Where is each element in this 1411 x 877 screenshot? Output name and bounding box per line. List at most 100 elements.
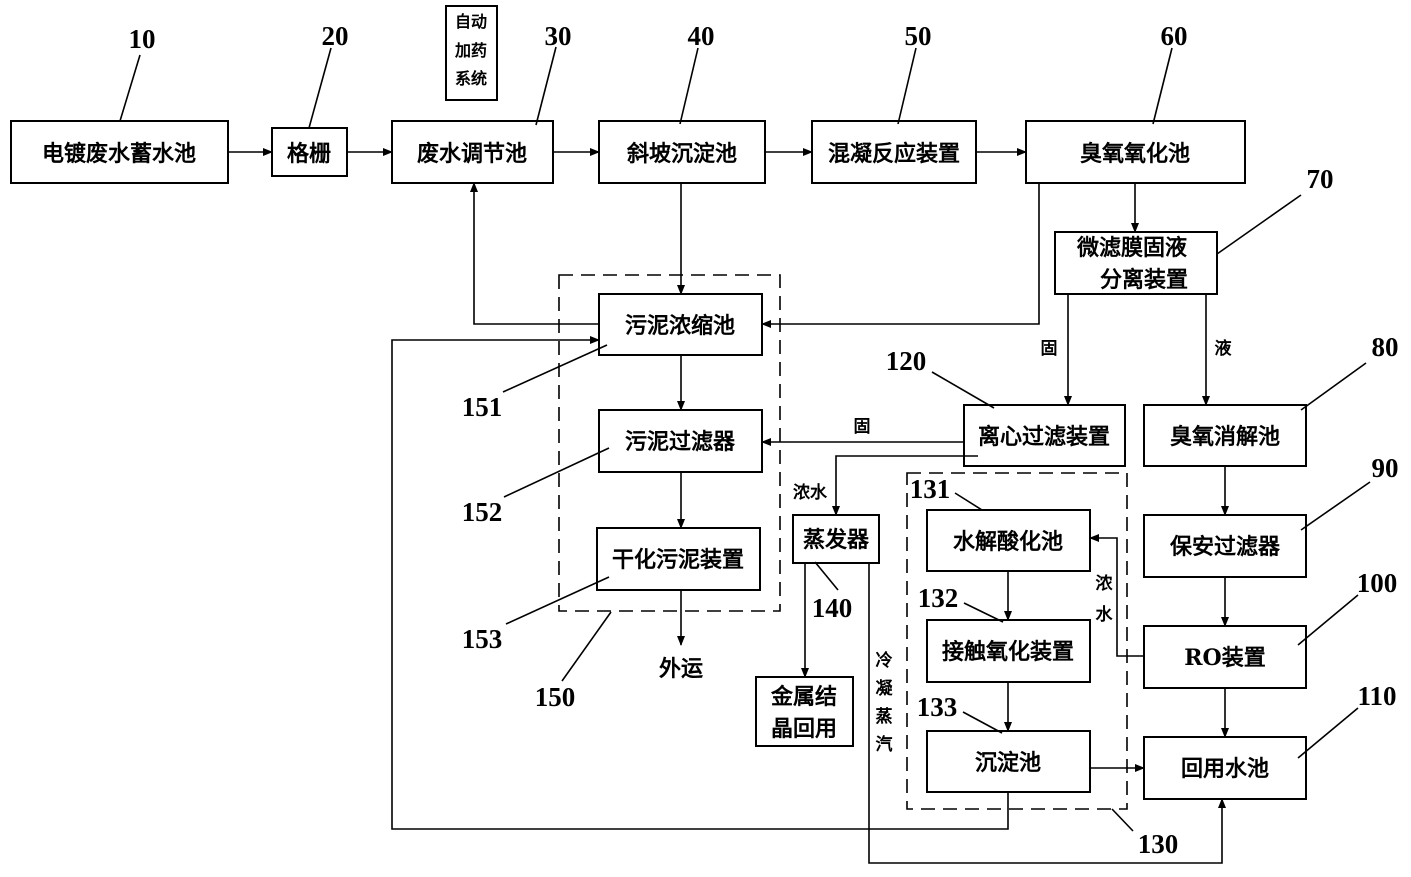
leader-line — [502, 344, 608, 393]
ozone-digestion-tank: 臭氧消解池 — [1143, 404, 1307, 467]
ref-number-120: 120 — [886, 346, 927, 376]
sludge-filter-label: 污泥过滤器 — [625, 429, 736, 455]
wastewater-storage-tank-label: 电镀废水蓄水池 — [42, 141, 196, 167]
metal-crystal-recovery: 金属结 晶回用 — [755, 676, 854, 747]
leader-line — [963, 602, 1004, 623]
microfiltration-separator: 微滤膜固液 分离装置 — [1054, 231, 1218, 295]
ref-number-60: 60 — [1161, 21, 1188, 51]
ro-unit: RO装置 — [1143, 625, 1307, 689]
sludge-thickener-label: 污泥浓缩池 — [625, 313, 735, 339]
ref-number-90: 90 — [1372, 453, 1399, 483]
inclined-sedimentation-tank-label: 斜坡沉淀池 — [626, 141, 737, 167]
ref-number-30: 30 — [545, 21, 572, 51]
inclined-sedimentation-tank: 斜坡沉淀池 — [598, 120, 766, 184]
ref-number-150: 150 — [535, 682, 576, 712]
metal-crystal-label-1: 金属结 — [770, 684, 837, 710]
settling-tank: 沉淀池 — [926, 730, 1091, 793]
sludge-drying-unit-label: 干化污泥装置 — [612, 547, 744, 573]
leader-line — [1152, 47, 1173, 125]
ro-unit-label: RO装置 — [1184, 645, 1265, 671]
flow-arrow — [761, 183, 1040, 328]
ref-number-153: 153 — [462, 624, 503, 654]
leader-line — [931, 371, 995, 409]
auto-dosing-label-1: 自动 — [455, 12, 487, 31]
flow-arrow — [470, 182, 599, 325]
ref-number-10: 10 — [129, 24, 156, 54]
leader-line — [954, 492, 983, 511]
contact-oxidation-unit: 接触氧化装置 — [926, 619, 1091, 683]
equalization-tank-label: 废水调节池 — [417, 141, 527, 167]
flow-arrow — [832, 455, 978, 516]
hydrolysis-acidification-label: 水解酸化池 — [953, 529, 1063, 555]
equalization-tank: 废水调节池 — [391, 120, 554, 184]
settling-tank-label: 沉淀池 — [975, 750, 1041, 776]
ref-number-130: 130 — [1138, 829, 1179, 859]
security-filter: 保安过滤器 — [1143, 514, 1307, 578]
solid-label: 固 — [1041, 339, 1058, 359]
centrifugal-filter: 离心过滤装置 — [963, 404, 1126, 467]
reuse-water-tank-label: 回用水池 — [1181, 756, 1269, 782]
metal-crystal-label-2: 晶回用 — [771, 716, 837, 742]
condensed-steam-label-2: 凝 — [876, 679, 894, 699]
microfiltration-label-2: 分离装置 — [1100, 267, 1188, 293]
ref-number-152: 152 — [462, 497, 503, 527]
flow-arrow — [391, 336, 1009, 830]
security-filter-label: 保安过滤器 — [1169, 534, 1281, 560]
hydrolysis-acidification-tank: 水解酸化池 — [926, 509, 1091, 572]
concentrate-label: 浓水 — [793, 482, 828, 503]
grille: 格栅 — [271, 127, 348, 177]
condensed-steam-label-1: 冷 — [876, 650, 893, 671]
reuse-water-tank: 回用水池 — [1143, 736, 1307, 800]
leader-line — [535, 46, 557, 126]
leader-line — [308, 47, 332, 129]
sludge-treatment-group-boundary — [558, 274, 781, 612]
leader-line — [1300, 481, 1371, 531]
leader-line — [119, 54, 141, 122]
condensed-steam-label-3: 蒸 — [876, 707, 893, 727]
sludge-drying-unit: 干化污泥装置 — [596, 527, 761, 591]
condensed-steam-label-4: 汽 — [876, 734, 893, 755]
ref-number-70: 70 — [1307, 164, 1334, 194]
centrifugal-filter-label: 离心过滤装置 — [978, 424, 1110, 450]
leader-line — [505, 576, 610, 625]
evaporator-label: 蒸发器 — [803, 527, 870, 553]
leader-line — [561, 611, 612, 682]
concentrate-label-1: 浓 — [1096, 574, 1114, 594]
leader-lines — [119, 46, 1371, 832]
ozone-digestion-tank-label: 臭氧消解池 — [1170, 424, 1280, 450]
leader-line — [962, 711, 1003, 734]
auto-dosing-system: 自动 加药 系统 — [445, 5, 498, 101]
flow-lines — [228, 148, 1229, 864]
ozone-oxidation-tank-label: 臭氧氧化池 — [1080, 141, 1190, 167]
ref-number-50: 50 — [905, 21, 932, 51]
reference-numbers: 10 20 30 40 50 60 70 80 90 100 110 120 1… — [129, 21, 1399, 859]
ref-number-140: 140 — [812, 593, 853, 623]
biochemical-treatment-group-boundary — [906, 472, 1128, 810]
coagulation-reactor: 混凝反应装置 — [811, 120, 977, 184]
concentrate-label-2: 水 — [1096, 604, 1114, 625]
ref-number-20: 20 — [322, 21, 349, 51]
leader-line — [1297, 707, 1359, 759]
leader-line — [1216, 194, 1302, 255]
sludge-thickener: 污泥浓缩池 — [598, 293, 763, 356]
flow-arrow — [1089, 534, 1144, 657]
leader-line — [814, 561, 839, 591]
leader-line — [1111, 808, 1134, 832]
ref-number-80: 80 — [1372, 332, 1399, 362]
evaporator: 蒸发器 — [792, 514, 880, 564]
leader-line — [1297, 594, 1359, 646]
leader-line — [1300, 362, 1367, 411]
ozone-oxidation-tank: 臭氧氧化池 — [1025, 120, 1246, 184]
ref-number-131: 131 — [910, 474, 951, 504]
leader-line — [897, 47, 917, 125]
grille-label: 格栅 — [287, 141, 331, 167]
ref-number-132: 132 — [918, 583, 959, 613]
wastewater-storage-tank: 电镀废水蓄水池 — [10, 120, 229, 184]
sludge-filter: 污泥过滤器 — [598, 409, 763, 473]
leader-line — [679, 47, 699, 125]
ref-number-151: 151 — [462, 392, 503, 422]
leader-line — [503, 447, 610, 498]
ref-number-40: 40 — [688, 21, 715, 51]
flow-labels: 固 液 固 浓水 浓 水 冷 凝 蒸 汽 外运 — [659, 338, 1232, 755]
